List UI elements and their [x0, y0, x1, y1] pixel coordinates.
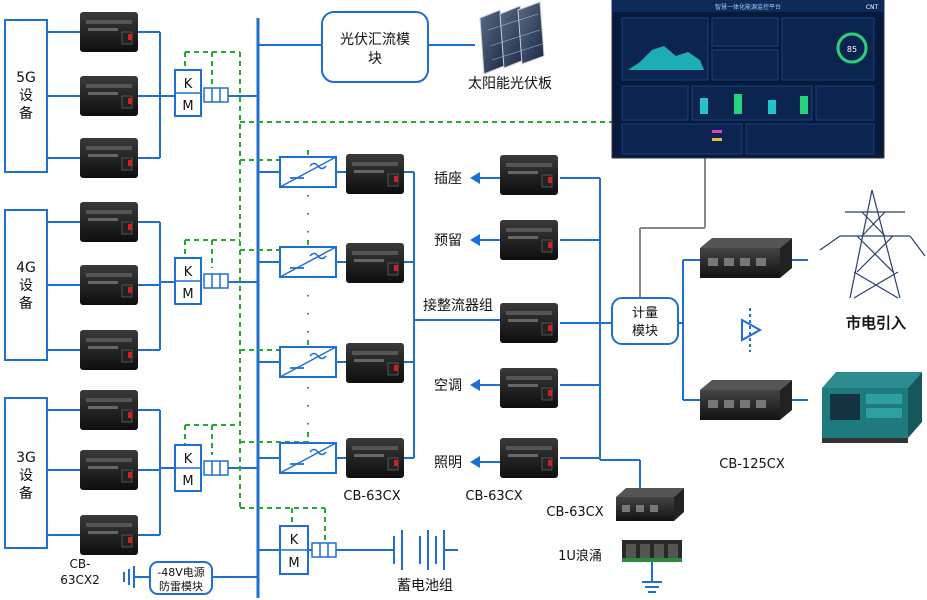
battery-symbol [380, 530, 458, 570]
svg-text:·: · [306, 289, 310, 303]
svg-text:·: · [306, 189, 310, 203]
cb63cx-bottom-breaker [616, 488, 684, 521]
svg-text:·: · [306, 225, 310, 239]
battery-label: 蓄电池组 [397, 578, 453, 594]
dc-dc-converter-2 [279, 246, 337, 278]
cb125-breaker-bottom [700, 380, 792, 420]
svg-text:-48V电源: -48V电源 [157, 565, 205, 579]
device-box-5g: 5G 设 备 [4, 19, 48, 173]
svg-text:块: 块 [368, 51, 382, 67]
breaker-mid-4 [345, 437, 405, 479]
dc-dc-converter-4 [279, 442, 337, 474]
breaker-load-socket [499, 154, 559, 196]
svg-text:K: K [184, 77, 193, 92]
cb125-breaker-top [700, 238, 792, 278]
device-box-4g: 4G 设 备 [4, 209, 48, 361]
breaker-mid-2 [345, 242, 405, 284]
device-3g-label: 3G [16, 450, 36, 466]
device-4g-label: 备 [19, 295, 33, 312]
svg-text:K: K [184, 452, 193, 467]
device-box-3g: 3G 设 备 [4, 397, 48, 549]
km-module-5g: K M [174, 69, 229, 117]
model-label-cb63cx2: 63CX2 [60, 573, 100, 587]
monitor-gauge-value: 85 [847, 45, 857, 54]
load-socket-label: 插座 [434, 171, 462, 187]
breaker-4g-1 [79, 201, 139, 243]
device-5g-label: 设 [19, 88, 33, 104]
ground-icon [123, 566, 150, 588]
monitor-title: 智慧一体化能源监控平台 [715, 3, 781, 11]
model-label-cb63cx2: CB- [70, 557, 91, 571]
load-lighting-label: 照明 [434, 455, 462, 471]
breaker-4g-2 [79, 264, 139, 306]
svg-text:K: K [290, 533, 299, 548]
load-ac-label: 空调 [434, 378, 462, 394]
model-label-cb63cx-a: CB-63CX [343, 489, 400, 504]
model-label-cb63cx-c: CB-63CX [546, 505, 603, 520]
svg-text:计量: 计量 [632, 306, 658, 321]
svg-text:模块: 模块 [632, 324, 658, 339]
breaker-mid-1 [345, 153, 405, 195]
device-5g-label: 备 [19, 105, 33, 122]
svg-text:光伏汇流模: 光伏汇流模 [340, 32, 410, 48]
svg-text:·: · [306, 325, 310, 339]
svg-text:·: · [306, 307, 310, 321]
ellipsis-dots: · · · · · · · · · [306, 189, 310, 431]
breaker-load-rectifier [499, 302, 559, 344]
svg-text:·: · [306, 399, 310, 413]
device-4g-label: 4G [16, 260, 36, 276]
breaker-3g-2 [79, 449, 139, 491]
svg-text:M: M [182, 287, 193, 302]
model-label-cb125cx: CB-125CX [719, 457, 785, 472]
dc-dc-converter-1 [279, 156, 337, 188]
svg-text:M: M [182, 99, 193, 114]
svg-text:K: K [184, 265, 193, 280]
model-label-cb63cx-b: CB-63CX [465, 489, 522, 504]
changeover-switch-symbol [741, 308, 763, 352]
device-3g-label: 备 [19, 485, 33, 502]
breaker-5g-1 [79, 11, 139, 53]
breaker-5g-3 [79, 137, 139, 179]
breaker-4g-3 [79, 329, 139, 371]
mains-input-label: 市电引入 [846, 314, 906, 332]
load-arrowheads [470, 172, 480, 468]
power-tower-icon [819, 189, 926, 299]
km-module-4g: K M [174, 257, 229, 305]
breaker-3g-3 [79, 514, 139, 556]
device-4g-label: 设 [19, 278, 33, 294]
breaker-mid-3 [345, 342, 405, 384]
km-module-battery: K M [279, 525, 337, 575]
metering-module: 计量 模块 [611, 297, 679, 345]
monitor-brand: CNT [866, 4, 879, 11]
svg-text:M: M [288, 556, 299, 571]
breaker-load-reserve [499, 219, 559, 261]
ground-icon [642, 562, 662, 593]
dc-dc-converter-3 [279, 346, 337, 378]
device-3g-label: 设 [19, 468, 33, 484]
diesel-generator-icon [822, 372, 922, 443]
svg-text:·: · [306, 381, 310, 395]
svg-text:防雷模块: 防雷模块 [159, 579, 203, 593]
breaker-3g-1 [79, 389, 139, 431]
svg-text:·: · [306, 207, 310, 221]
svg-text:M: M [182, 474, 193, 489]
surge-module-48v: -48V电源 防雷模块 [149, 561, 213, 595]
device-5g-label: 5G [16, 70, 36, 86]
gray-link [639, 158, 706, 298]
breaker-load-lighting [499, 437, 559, 479]
solar-panel-icon [479, 1, 545, 75]
breaker-load-ac [499, 367, 559, 409]
spd-label: 1U浪涌 [558, 549, 602, 564]
surge-protector-icon [622, 540, 682, 562]
breaker-5g-2 [79, 75, 139, 117]
svg-text:·: · [306, 417, 310, 431]
monitoring-platform-screen: 智慧一体化能源监控平台 CNT 85 [611, 0, 885, 159]
km-module-3g: K M [174, 444, 229, 492]
load-rectifier-label: 接整流器组 [423, 297, 493, 314]
solar-combiner-module: 光伏汇流模 块 [321, 11, 429, 83]
load-reserve-label: 预留 [434, 233, 462, 249]
solar-panel-label: 太阳能光伏板 [468, 76, 552, 92]
